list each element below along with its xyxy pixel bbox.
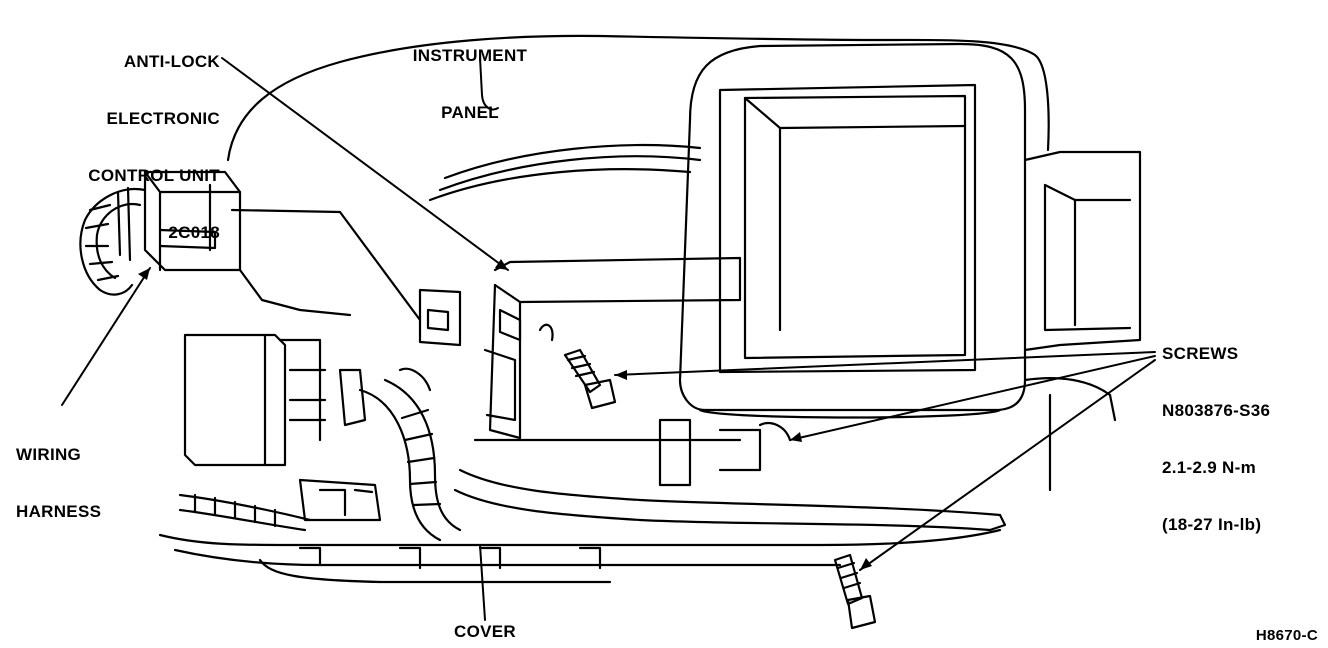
panel-opening <box>678 42 1027 419</box>
leader-abs-unit <box>221 57 509 271</box>
label-wiring-line-2: HARNESS <box>16 502 102 521</box>
lower-left-bracket <box>183 333 382 522</box>
label-cover: COVER <box>454 622 516 641</box>
label-abs-part-number: 2C018 <box>168 223 220 242</box>
instrument-panel-outline <box>226 34 1050 202</box>
label-abs-control-unit: ANTI-LOCK ELECTRONIC CONTROL UNIT 2C018 <box>40 14 220 261</box>
label-instrument-line-1: INSTRUMENT <box>412 46 528 65</box>
label-screws-torque-inlb: (18-27 In-lb) <box>1162 515 1262 534</box>
label-wiring-harness: WIRING HARNESS <box>16 407 126 540</box>
leader-lines <box>61 57 1156 621</box>
figure-id: H8670-C <box>1255 627 1318 644</box>
label-instrument-line-2: PANEL <box>441 103 499 122</box>
label-abs-line-3: CONTROL UNIT <box>88 166 220 185</box>
label-instrument-panel: INSTRUMENT PANEL <box>385 8 555 141</box>
leader-cover <box>479 544 486 621</box>
leader-wiring-harness <box>61 267 151 406</box>
wiring-harness-center <box>178 367 462 542</box>
leader-screws-lower <box>859 359 1156 571</box>
mounting-plate <box>418 256 742 442</box>
wiring-harness-left <box>79 186 147 296</box>
label-abs-line-2: ELECTRONIC <box>106 109 220 128</box>
label-abs-line-1: ANTI-LOCK <box>123 52 220 71</box>
leader-screws-upper <box>614 351 1156 376</box>
label-wiring-line-1: WIRING <box>16 445 82 464</box>
label-screws-title: SCREWS <box>1162 344 1239 363</box>
side-bracket <box>1023 150 1142 492</box>
arrowheads <box>138 259 872 570</box>
leader-screws-mid <box>789 355 1156 441</box>
floor-cover <box>158 418 1007 584</box>
label-screws: SCREWS N803876-S36 2.1-2.9 N-m (18-27 In… <box>1162 306 1322 553</box>
label-screws-torque-nm: 2.1-2.9 N-m <box>1162 458 1257 477</box>
screw-lower <box>833 553 877 630</box>
control-unit-module <box>143 170 422 322</box>
leader-instrument-panel <box>479 57 499 111</box>
screw-upper <box>563 348 617 410</box>
label-screws-part-number: N803876-S36 <box>1162 401 1271 420</box>
